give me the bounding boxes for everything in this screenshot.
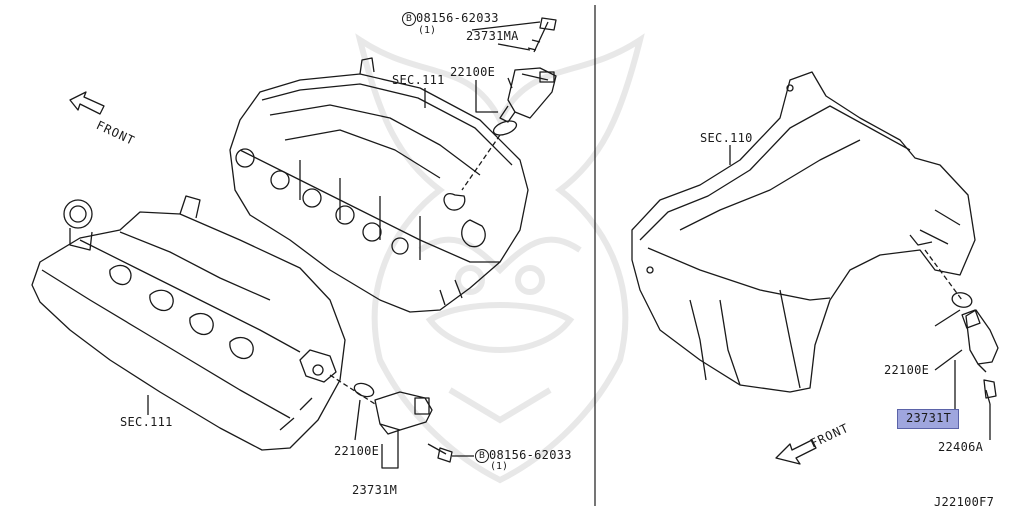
cam-sensor-lower (374, 391, 453, 463)
part-23731m-label: 23731M (352, 483, 398, 497)
part-23731ma-label: 23731MA (466, 29, 519, 43)
cam-sensor-upper (499, 17, 557, 123)
diagram-id: J22100F7 (934, 495, 995, 509)
bolt-qty-top: (1) (418, 25, 437, 36)
part-22100e-upper-label: 22100E (450, 65, 496, 79)
bolt-part-top: 08156-62033 (416, 11, 499, 25)
front-arrow-right (775, 439, 817, 465)
part-22406a-label: 22406A (938, 440, 984, 454)
part-22100e-lower-label: 22100E (334, 444, 380, 458)
bolt-symbol-bottom: B (475, 449, 489, 463)
section-label-110: SEC.110 (700, 131, 753, 145)
section-label-111-upper: SEC.111 (392, 73, 445, 87)
assembly-line-right (924, 249, 963, 301)
oil-pan (631, 71, 976, 393)
bolt-part-bottom: 08156-62033 (489, 448, 572, 462)
section-label-111-lower: SEC.111 (120, 415, 173, 429)
o-ring-lower (353, 382, 375, 398)
part-22100e-right-label: 22100E (884, 363, 930, 377)
watermark-emblem (355, 33, 645, 484)
cam-sensor-right (961, 309, 999, 405)
part-23731t-label[interactable]: 23731T (906, 411, 952, 425)
highlight-23731t[interactable] (897, 409, 959, 429)
front-arrow-left (69, 91, 105, 115)
assembly-line-upper (461, 134, 501, 191)
bolt-symbol-top: B (402, 12, 416, 26)
cylinder-head-lower (31, 195, 346, 451)
o-ring-upper (492, 120, 518, 136)
cylinder-head-upper (229, 57, 529, 313)
bolt-qty-bottom: (1) (490, 461, 509, 472)
assembly-line-lower (329, 374, 376, 405)
o-ring-right (951, 292, 973, 308)
